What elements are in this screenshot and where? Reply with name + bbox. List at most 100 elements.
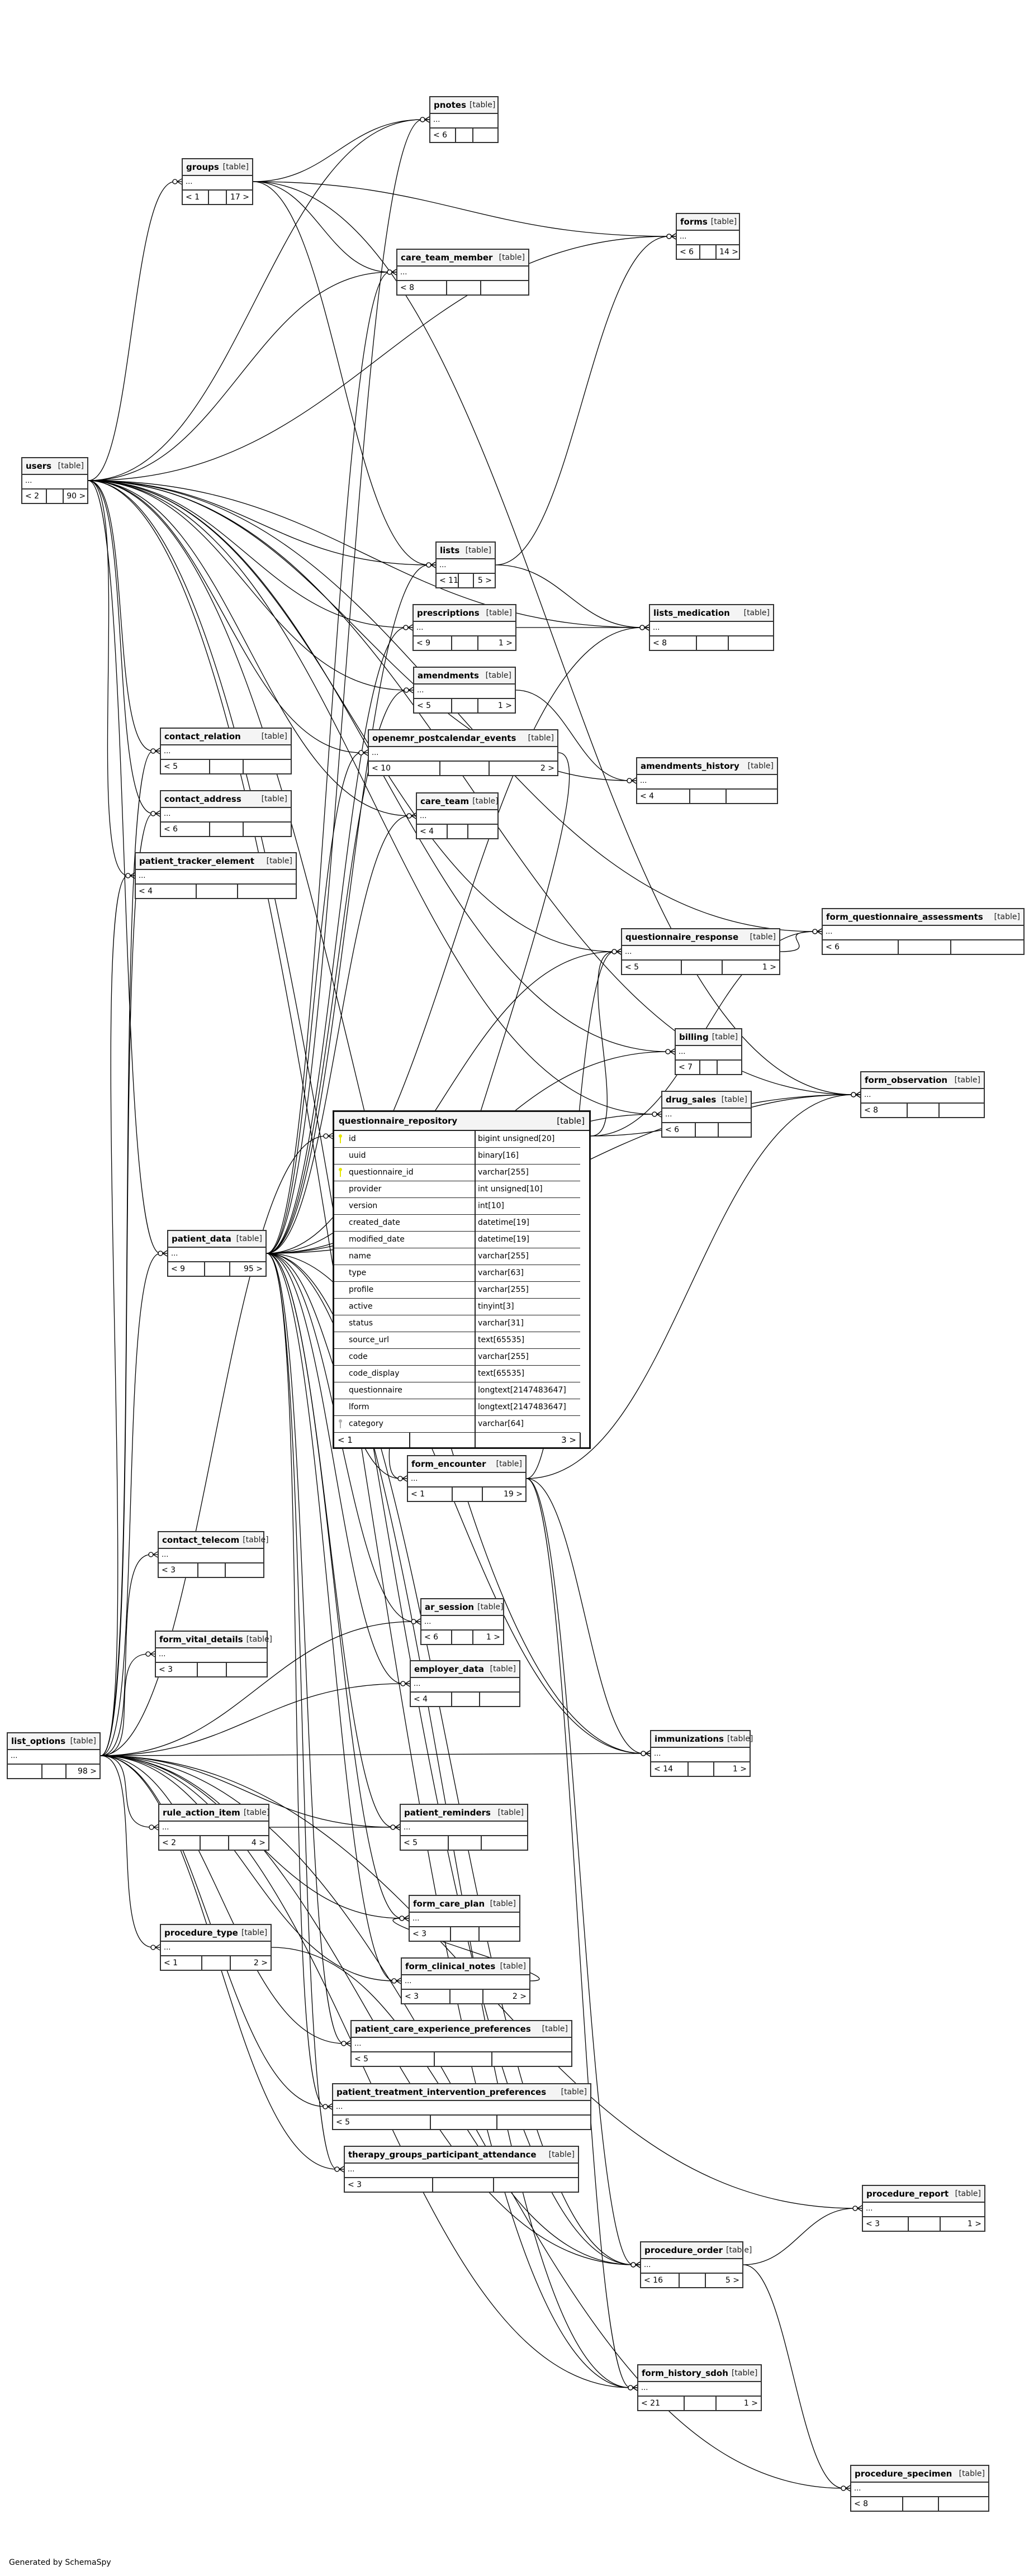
table-name[interactable]: prescriptions: [417, 608, 480, 618]
parents-link[interactable]: < 6: [430, 129, 456, 142]
parents-link[interactable]: < 5: [161, 760, 211, 773]
parents-link[interactable]: < 3: [402, 1990, 451, 2003]
table-care-team-member[interactable]: care_team_member[table]...< 8: [396, 249, 529, 296]
parents-link[interactable]: < 6: [823, 940, 899, 954]
table-form-vital-details[interactable]: form_vital_details[table]...< 3: [155, 1631, 272, 1677]
table-name[interactable]: contact_address: [164, 794, 241, 804]
parents-link[interactable]: < 2: [22, 489, 48, 503]
parents-link[interactable]: < 14: [651, 1762, 689, 1776]
parents-link[interactable]: < 9: [414, 636, 453, 650]
table-billing[interactable]: billing[table]...< 7: [675, 1028, 742, 1075]
table-name[interactable]: lists_medication: [653, 608, 730, 618]
table-name[interactable]: care_team: [420, 796, 470, 806]
children-link[interactable]: 1 >: [967, 2219, 981, 2228]
table-name[interactable]: form_observation: [865, 1075, 948, 1085]
parents-link[interactable]: < 2: [159, 1836, 201, 1850]
table-name[interactable]: patient_data: [172, 1234, 231, 1244]
table-name[interactable]: lists: [440, 545, 460, 555]
parents-link[interactable]: < 16: [641, 2274, 680, 2287]
table-name[interactable]: list_options: [11, 1736, 66, 1746]
parents-link[interactable]: < 6: [161, 823, 211, 836]
parents-link[interactable]: < 1: [408, 1487, 453, 1501]
table-name[interactable]: procedure_report: [866, 2189, 949, 2199]
table-contact-telecom[interactable]: contact_telecom[table]...< 3: [158, 1531, 269, 1578]
parents-link[interactable]: < 3: [159, 1563, 199, 1577]
children-link[interactable]: 1 >: [732, 1765, 747, 1774]
parents-link[interactable]: < 9: [168, 1262, 206, 1276]
table-patient-care-experience-preferences[interactable]: patient_care_experience_preferences[tabl…: [350, 2020, 572, 2067]
table-name[interactable]: immunizations: [655, 1734, 724, 1744]
children-link[interactable]: 1 >: [497, 701, 512, 710]
parents-link[interactable]: < 4: [637, 790, 690, 803]
parents-link[interactable]: < 8: [650, 636, 697, 650]
table-name[interactable]: ar_session: [425, 1602, 475, 1612]
parents-link[interactable]: < 8: [851, 2497, 904, 2511]
table-name[interactable]: care_team_member: [401, 253, 493, 263]
table-name[interactable]: procedure_order: [644, 2245, 723, 2255]
children-link[interactable]: 14 >: [719, 248, 739, 256]
children-link[interactable]: 98 >: [77, 1767, 97, 1776]
table-form-questionnaire-assessments[interactable]: form_questionnaire_assessments[table]...…: [822, 908, 1025, 955]
children-link[interactable]: 2 >: [540, 764, 554, 773]
parents-link[interactable]: < 1: [183, 191, 210, 204]
table-name[interactable]: patient_reminders: [404, 1808, 491, 1818]
table-name[interactable]: employer_data: [414, 1664, 484, 1674]
children-link[interactable]: 5 >: [725, 2276, 739, 2285]
table-name[interactable]: amendments_history: [641, 761, 739, 771]
table-name[interactable]: drug_sales: [666, 1095, 717, 1105]
parents-link[interactable]: < 1: [161, 1956, 203, 1970]
parents-link[interactable]: < 10: [369, 762, 441, 775]
table-contact-relation[interactable]: contact_relation[table]...< 5: [160, 728, 292, 774]
table-name[interactable]: procedure_specimen: [855, 2469, 952, 2479]
parents-link[interactable]: < 3: [410, 1927, 452, 1941]
parents-link[interactable]: < 8: [397, 281, 447, 294]
table-name[interactable]: pnotes: [434, 100, 466, 110]
table-care-team[interactable]: care_team[table]...< 4: [416, 792, 499, 839]
table-name[interactable]: patient_tracker_element: [139, 856, 255, 866]
table-name[interactable]: contact_relation: [164, 731, 241, 742]
parents-link[interactable]: < 5: [622, 961, 682, 974]
table-list-options[interactable]: list_options[table]...98 >: [7, 1732, 101, 1779]
children-link[interactable]: 1 >: [743, 2399, 758, 2408]
table-form-care-plan[interactable]: form_care_plan[table]...< 3: [409, 1895, 520, 1942]
table-name[interactable]: rule_action_item: [163, 1808, 240, 1818]
children-link[interactable]: 2 >: [253, 1959, 268, 1967]
children-link[interactable]: 2 >: [512, 1992, 527, 2001]
parents-link[interactable]: < 6: [662, 1123, 696, 1137]
parents-link[interactable]: < 3: [863, 2217, 909, 2231]
parents-link[interactable]: < 3: [156, 1663, 198, 1676]
table-name[interactable]: form_care_plan: [413, 1899, 485, 1909]
table-form-observation[interactable]: form_observation[table]...< 8: [860, 1071, 985, 1118]
children-link[interactable]: 4 >: [251, 1838, 265, 1847]
parents-link[interactable]: < 5: [401, 1836, 449, 1850]
children-link[interactable]: 1 >: [498, 639, 513, 648]
table-name[interactable]: billing: [679, 1032, 709, 1042]
children-link[interactable]: 90 >: [67, 492, 86, 501]
table-employer-data[interactable]: employer_data[table]...< 4: [410, 1660, 520, 1707]
children-link[interactable]: 1 >: [762, 963, 776, 972]
parents-link[interactable]: < 11: [437, 574, 459, 587]
table-name[interactable]: questionnaire_response: [625, 932, 739, 942]
children-link[interactable]: 3 >: [476, 1433, 581, 1447]
children-link[interactable]: 17 >: [230, 193, 249, 202]
table-name[interactable]: forms: [680, 217, 708, 227]
table-patient-reminders[interactable]: patient_reminders[table]...< 5: [400, 1804, 528, 1851]
table-name[interactable]: procedure_type: [164, 1928, 238, 1938]
table-pnotes[interactable]: pnotes[table]...< 6: [429, 96, 499, 143]
table-contact-address[interactable]: contact_address[table]...< 6: [160, 790, 292, 837]
children-link[interactable]: 5 >: [477, 576, 492, 585]
parents-link[interactable]: < 6: [421, 1631, 453, 1644]
parents-link[interactable]: < 3: [345, 2178, 434, 2192]
